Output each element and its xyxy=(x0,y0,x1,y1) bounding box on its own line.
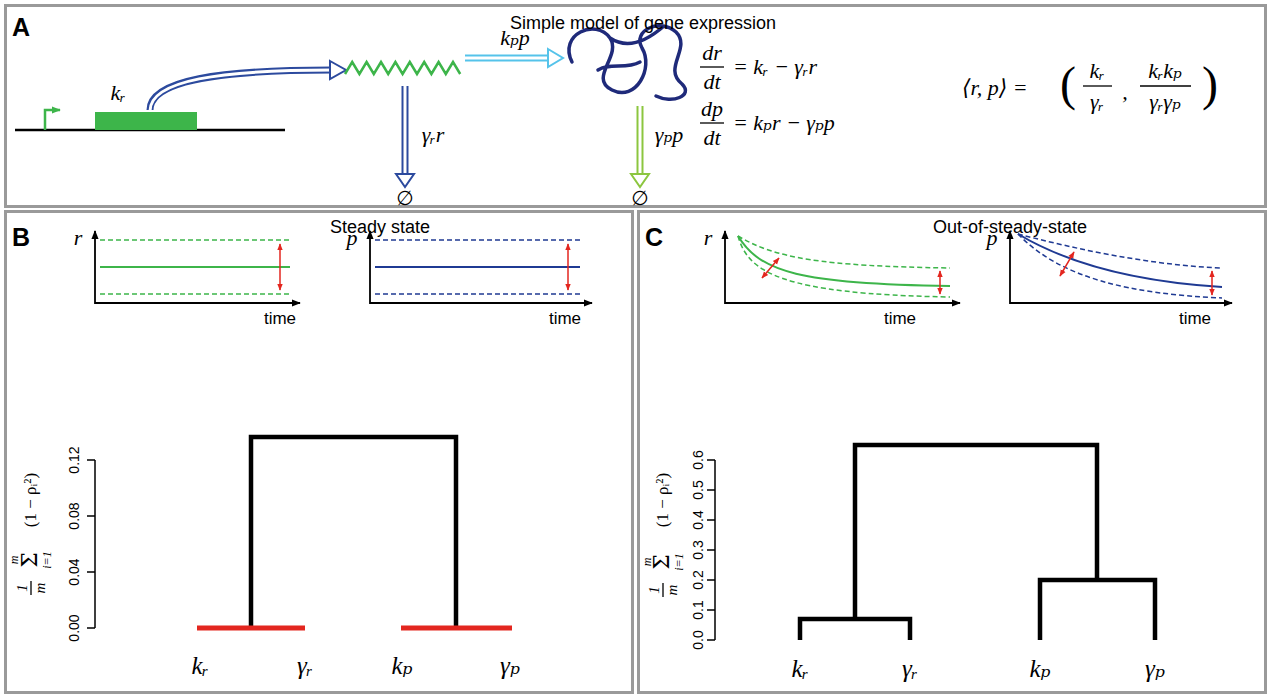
empty-set: ∅ xyxy=(631,188,648,208)
tick-label: 0.3 xyxy=(691,540,705,559)
axis-title: m xyxy=(665,585,680,596)
leaf-label: kᵣ xyxy=(791,656,808,681)
axis-label: time xyxy=(549,310,581,327)
panel-letter: C xyxy=(645,225,663,250)
rate-label: γₚp xyxy=(655,124,683,146)
tick-label: 0.2 xyxy=(691,570,705,589)
empty-set: ∅ xyxy=(396,188,413,208)
equation-term: ⟨r, p⟩ = xyxy=(962,77,1028,99)
gene-illustration xyxy=(15,26,685,187)
axis-title: (1 − ρᵢ²) xyxy=(22,473,39,527)
leaf-label: kₚ xyxy=(1029,656,1050,681)
steady-state-plots xyxy=(95,231,592,303)
mrna-strand xyxy=(345,62,460,74)
panel-title: Steady state xyxy=(330,218,430,236)
tick-label: 0.4 xyxy=(691,510,705,529)
axis-title: m xyxy=(33,583,48,594)
leaf-label: γₚ xyxy=(1145,656,1165,681)
tick-label: 0.12 xyxy=(67,446,81,473)
axis-label: r xyxy=(74,227,83,249)
equation-term: dp xyxy=(701,98,723,120)
leaf-label: γᵣ xyxy=(297,653,313,678)
leaf-label: kₚ xyxy=(391,653,412,678)
axis-title: Σ xyxy=(651,554,673,570)
mrna-zigzag xyxy=(345,62,460,74)
tick-label: 0.6 xyxy=(691,450,705,469)
tick-label: 0.1 xyxy=(691,600,705,619)
equation-term: = kᵣ − γᵣr xyxy=(733,56,817,78)
panel-box: B Steady state xyxy=(4,210,634,694)
fraction-bars xyxy=(31,67,1191,597)
leaf-label: kᵣ xyxy=(191,653,208,678)
equation-term: dt xyxy=(703,71,720,93)
out-of-steady-state-dendrogram xyxy=(707,445,1155,640)
axis-label: p xyxy=(987,227,998,249)
tick-label: 0.04 xyxy=(67,558,81,585)
tick-label: 0.0 xyxy=(691,630,705,649)
rate-label: kᵣ xyxy=(110,82,125,104)
equation-term: kᵣ xyxy=(1089,60,1104,82)
panel-letter: A xyxy=(12,15,30,40)
equation-term: γᵣγₚ xyxy=(1149,91,1181,113)
axis-title: 1 xyxy=(15,584,30,592)
rate-label: γᵣr xyxy=(422,124,445,146)
steady-state-dendrogram xyxy=(87,437,512,628)
tick-label: 0.08 xyxy=(67,502,81,529)
tick-label: 0.00 xyxy=(67,614,81,641)
parenthesis: ) xyxy=(1202,60,1218,108)
rate-label: kₚp xyxy=(500,27,530,49)
equation-term: dr xyxy=(702,42,722,64)
leaf-label: γᵣ xyxy=(902,656,918,681)
axis-label: time xyxy=(264,310,296,327)
axis-title: (1 − ρᵢ²) xyxy=(654,473,671,527)
equation-term: kᵣkₚ xyxy=(1148,60,1182,82)
leaf-label: γₚ xyxy=(500,653,520,678)
equation-term: = kₚr − γₚp xyxy=(733,112,835,134)
tick-label: 0.5 xyxy=(691,480,705,499)
axis-title: Σ xyxy=(19,552,41,568)
equation-term: γᵣ xyxy=(1090,91,1104,113)
axis-label: time xyxy=(1179,310,1211,327)
axis-label: p xyxy=(347,227,358,249)
equation-term: dt xyxy=(703,127,720,149)
parenthesis: ( xyxy=(1060,60,1076,108)
axis-label: r xyxy=(704,227,713,249)
panel-title: Out-of-steady-state xyxy=(933,218,1087,236)
axis-title: 1 xyxy=(647,586,662,594)
out-of-steady-state-plots xyxy=(725,231,1232,303)
axis-title: i=1 xyxy=(673,553,685,570)
axis-label: time xyxy=(884,310,916,327)
panel-box: C Out-of-steady-state xyxy=(637,210,1267,694)
panel-title: Simple model of gene expression xyxy=(510,14,776,32)
panel-letter: B xyxy=(12,225,30,250)
equation-term: , xyxy=(1122,81,1128,103)
axis-title: i=1 xyxy=(41,551,53,568)
panel-box: A Simple model of gene expression xyxy=(4,4,1267,208)
